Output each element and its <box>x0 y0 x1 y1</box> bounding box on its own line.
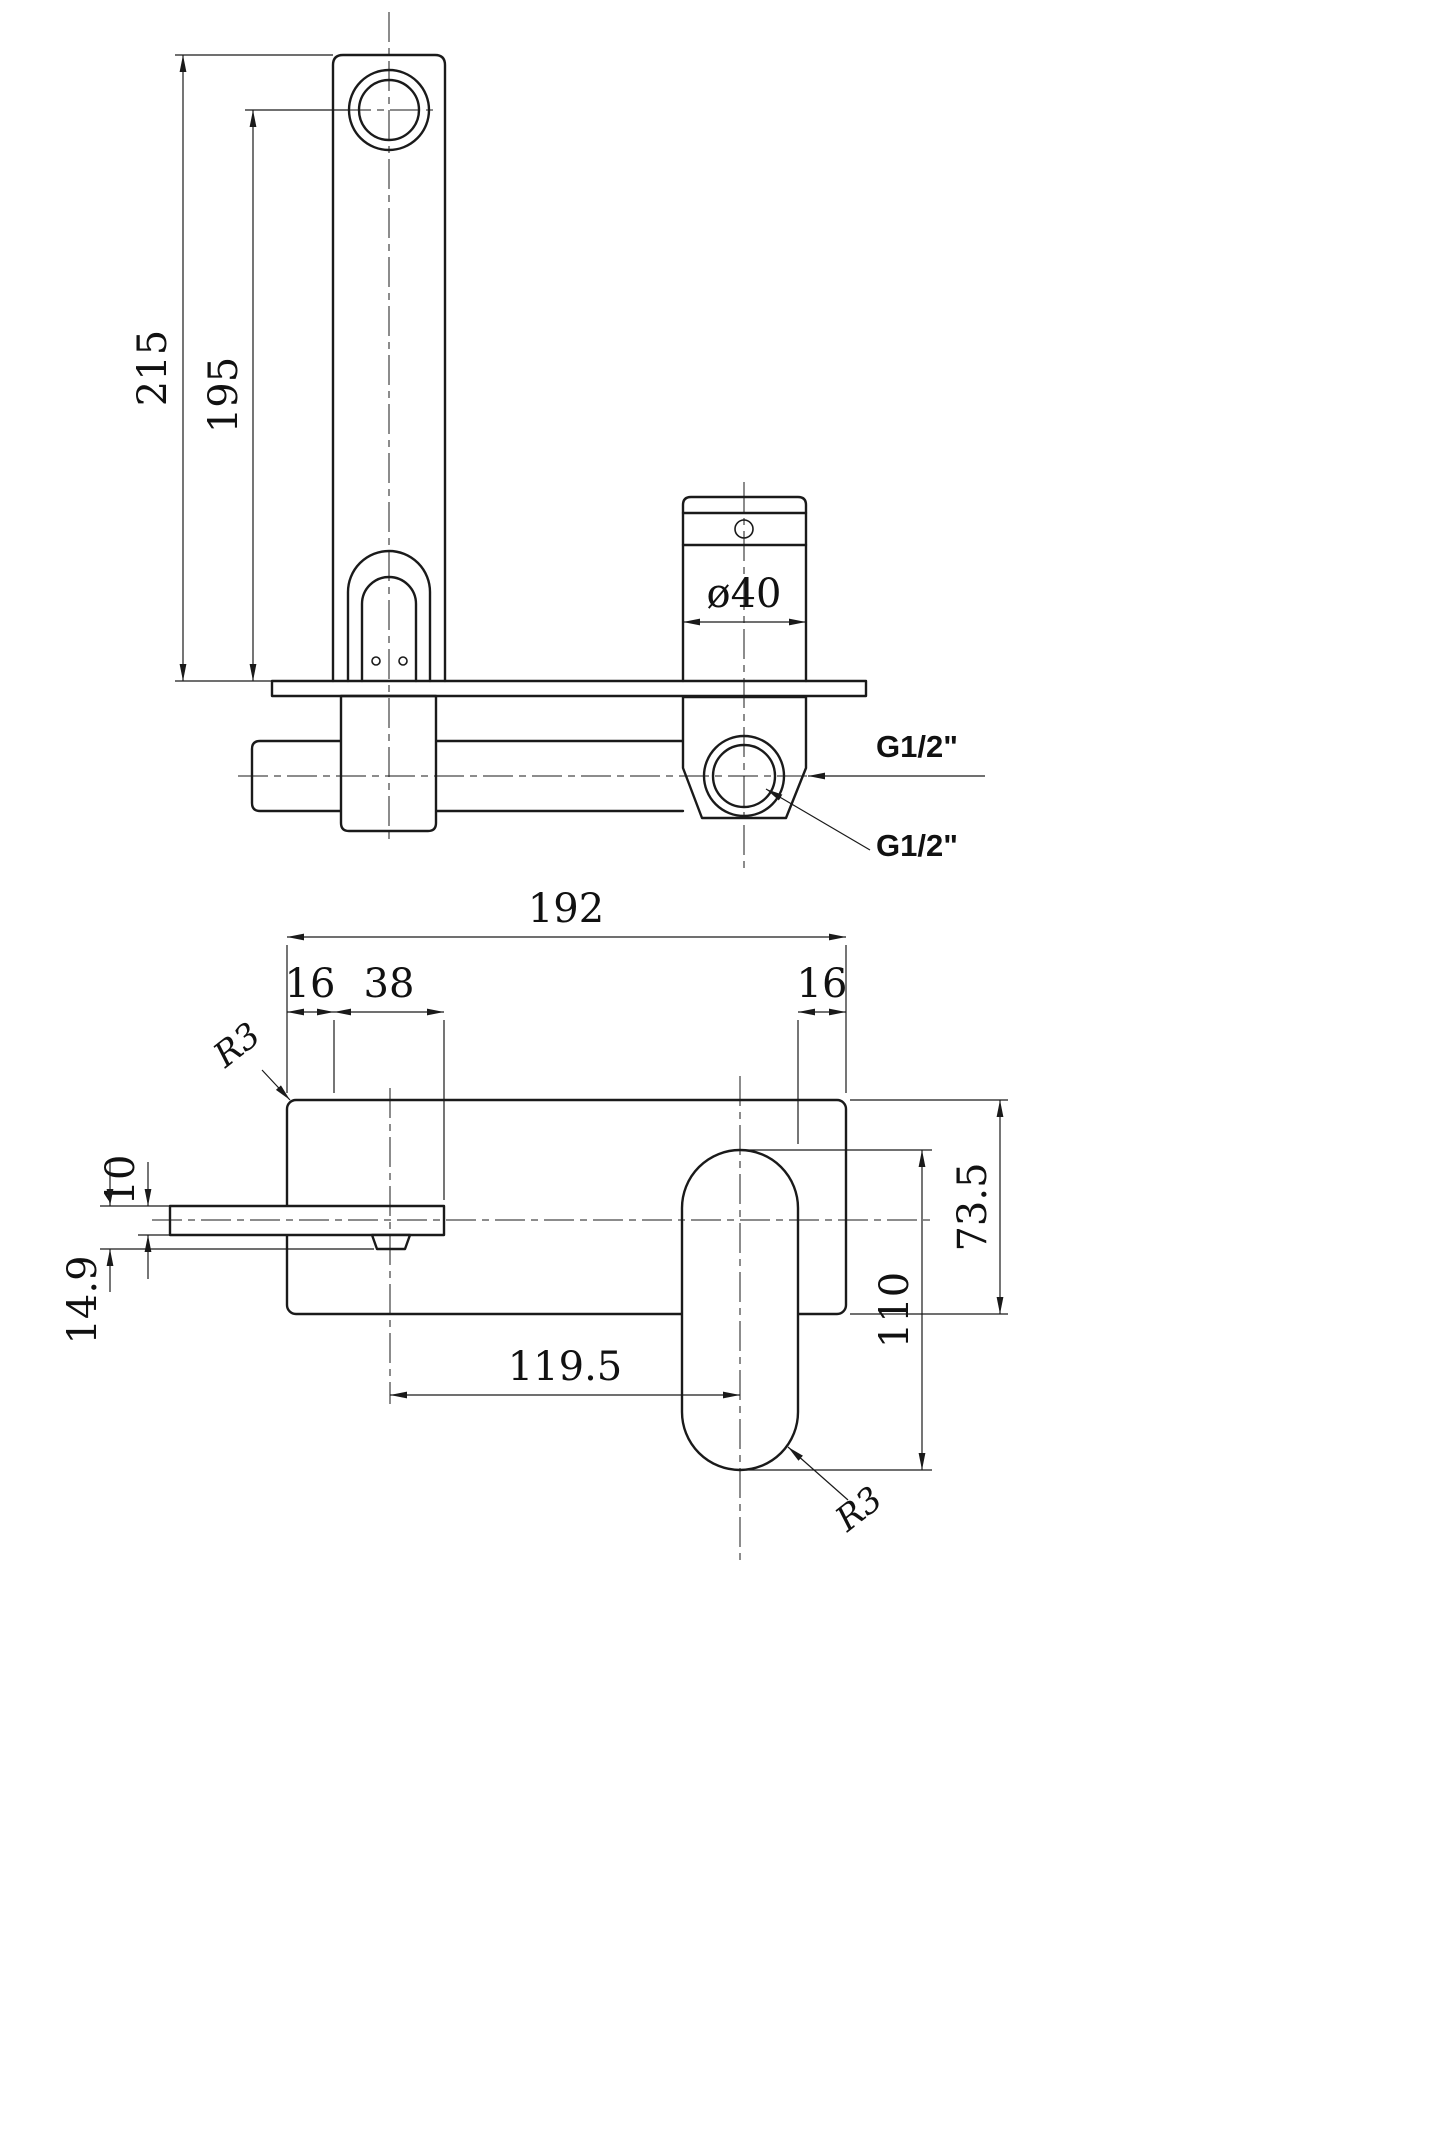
aerator-outline <box>370 1233 412 1251</box>
radius-plate-corner-text: R3 <box>206 1015 269 1076</box>
spout-screw-left <box>371 656 381 666</box>
dim-handle-diameter: ø40 <box>683 571 806 626</box>
wall-plate-edge <box>270 679 868 698</box>
dim-offset-left-text: 16 <box>285 961 336 1007</box>
label-inlet-top-text: G1/2" <box>876 729 958 764</box>
dim-total-height: 215 <box>130 54 333 682</box>
dim-spout-drop-text: 14.9 <box>60 1255 106 1344</box>
dim-center-distance-text: 119.5 <box>508 1344 623 1390</box>
radius-plate-corner: R3 <box>206 1015 291 1101</box>
dim-spout-thickness: 10 <box>98 1155 172 1279</box>
label-inlet-bottom-text: G1/2" <box>876 828 958 863</box>
dim-spout-drop: 14.9 <box>60 1162 374 1345</box>
dim-handle-length-text: 110 <box>872 1272 918 1348</box>
dim-total-height-text: 215 <box>130 330 176 406</box>
radius-handle-corner: R3 <box>787 1446 891 1540</box>
front-view: 192 16 38 16 R3 10 <box>60 886 1008 1562</box>
side-view: 215 195 ø40 G1/2" G1/2" <box>130 12 985 868</box>
dim-spout-height-text: 195 <box>201 357 247 433</box>
dim-left-offsets: 16 38 <box>285 961 445 1200</box>
dim-spout-width-text: 38 <box>364 961 415 1007</box>
dim-plate-height-text: 73.5 <box>950 1162 996 1251</box>
dim-offset-right-text: 16 <box>797 961 848 1007</box>
label-inlet-top: G1/2" <box>808 729 985 780</box>
dim-plate-width: 192 <box>286 886 847 1093</box>
dim-spout-thickness-text: 10 <box>98 1155 144 1206</box>
label-inlet-bottom: G1/2" <box>765 788 958 863</box>
radius-handle-corner-text: R3 <box>828 1479 891 1540</box>
dim-plate-width-text: 192 <box>528 886 604 932</box>
dim-handle-diameter-text: ø40 <box>707 571 782 617</box>
dim-center-distance: 119.5 <box>390 1344 740 1399</box>
dim-plate-height: 73.5 <box>850 1099 1008 1315</box>
spout-screw-right <box>398 656 408 666</box>
dim-spout-height: 195 <box>201 109 349 681</box>
dim-right-offset: 16 <box>797 961 848 1144</box>
dim-handle-length: 110 <box>746 1149 932 1471</box>
